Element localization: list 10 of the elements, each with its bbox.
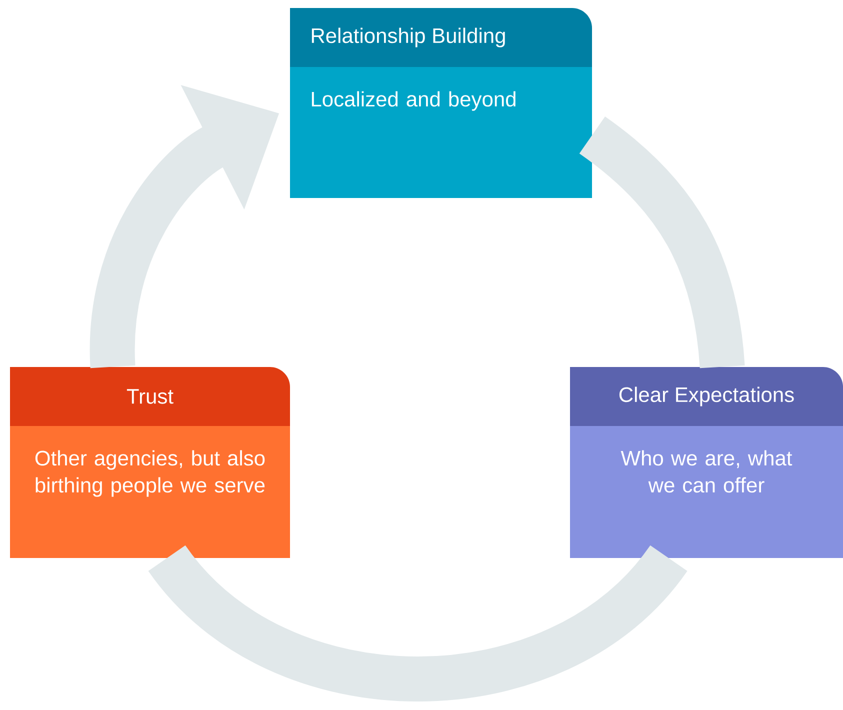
card xyxy=(290,8,592,198)
card-text: Who we are, what we can offer xyxy=(620,450,792,493)
card-text: Other agencies, but also birthing people we serve xyxy=(35,450,265,497)
card xyxy=(570,367,843,558)
card-text: Localized and beyond xyxy=(312,91,516,111)
card xyxy=(10,367,290,558)
card-heading: Trust xyxy=(126,389,174,404)
ring-segment xyxy=(150,544,686,702)
card-heading: Relationship Building xyxy=(312,28,505,48)
card-heading: Clear Expectations xyxy=(619,386,794,406)
